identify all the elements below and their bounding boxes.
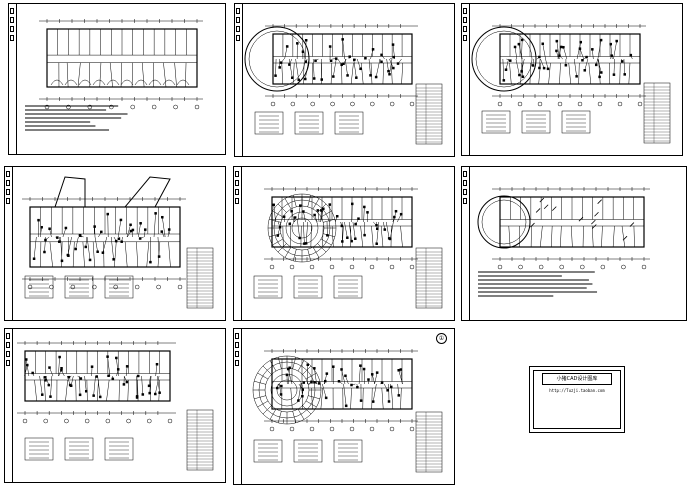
drawing-sheet-1[interactable] (8, 3, 226, 155)
binding-strip (9, 4, 17, 154)
binding-strip (5, 167, 13, 320)
drawing-sheet-3[interactable] (461, 3, 683, 156)
stamp-title: 小猪CAD设计图库 (542, 373, 612, 385)
binding-strip (234, 167, 242, 320)
floor-plan-drawing (22, 176, 214, 309)
watermark-stamp: 小猪CAD设计图库 http://Tuzji.taoban.com (529, 366, 625, 433)
drawing-sheet-2[interactable] (234, 3, 455, 157)
floor-plan-drawing (244, 24, 443, 145)
binding-strip (5, 329, 13, 482)
sheet-number-mark: ① (436, 333, 447, 344)
floor-plan-drawing (25, 19, 203, 131)
stamp-url: http://Tuzji.taoban.com (549, 388, 605, 393)
drawing-sheet-7[interactable] (4, 328, 226, 483)
floor-plan-drawing (17, 341, 214, 471)
drawing-sheet-5[interactable] (233, 166, 455, 321)
drawing-sheet-8[interactable] (233, 328, 455, 485)
binding-strip (234, 329, 242, 484)
drawing-sheet-4[interactable] (4, 166, 226, 321)
binding-strip (462, 4, 470, 155)
floor-plan-drawing (471, 24, 671, 144)
floor-plan-drawing (252, 349, 443, 473)
binding-strip (235, 4, 243, 156)
floor-plan-drawing (477, 187, 650, 297)
stamp-frame (533, 370, 621, 429)
binding-strip (462, 167, 470, 320)
floor-plan-drawing (253, 187, 443, 309)
drawing-sheet-6[interactable] (461, 166, 687, 321)
